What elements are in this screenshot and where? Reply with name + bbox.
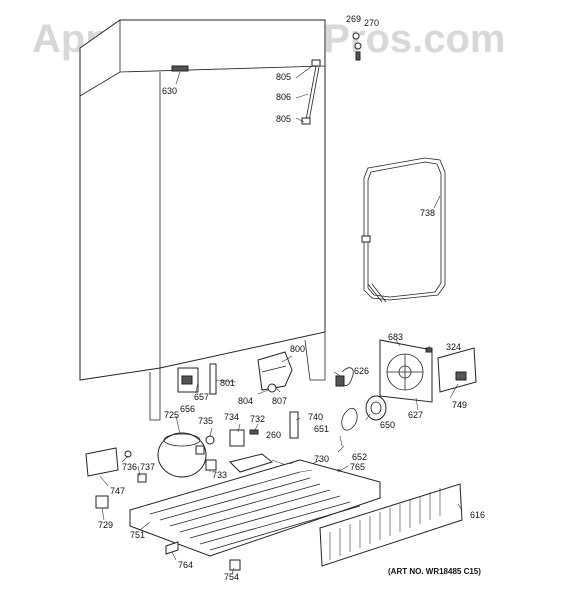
callout-764: 764 <box>178 560 193 570</box>
callout-729: 729 <box>98 520 113 530</box>
part-754 <box>229 559 241 571</box>
callout-733: 733 <box>212 470 227 480</box>
callout-732: 732 <box>250 414 265 424</box>
callout-751: 751 <box>130 530 145 540</box>
callout-616: 616 <box>470 510 485 520</box>
callout-730: 730 <box>314 454 329 464</box>
callout-765: 765 <box>350 462 365 472</box>
callout-747: 747 <box>110 486 125 496</box>
callout-754: 754 <box>224 572 239 582</box>
bracket-747 <box>85 447 119 477</box>
callout-737: 737 <box>140 462 155 472</box>
harness-260 <box>229 453 274 473</box>
callout-806: 806 <box>276 92 291 102</box>
callout-740: 740 <box>308 412 323 422</box>
part-729 <box>95 495 109 509</box>
cabinet <box>79 19 326 421</box>
valve-800 <box>257 351 293 393</box>
compressor-725 <box>157 432 207 478</box>
art-number: (ART NO. WR18485 C15) <box>388 567 481 576</box>
callout-627: 627 <box>408 410 423 420</box>
clip-630 <box>171 65 189 72</box>
base-pan-751 <box>129 459 381 557</box>
part-733 <box>205 459 217 471</box>
drain-tube <box>301 59 321 125</box>
callout-626: 626 <box>354 366 369 376</box>
callout-804: 804 <box>238 396 253 406</box>
grille-616 <box>319 483 463 567</box>
part-764 <box>165 541 179 555</box>
callout-738: 738 <box>420 208 435 218</box>
relay-734 <box>229 429 245 447</box>
bracket-657 <box>177 367 199 393</box>
callout-270: 270 <box>364 18 379 28</box>
leader-lines <box>99 65 463 575</box>
callout-735: 735 <box>198 416 213 426</box>
condenser-loop-738 <box>361 157 446 303</box>
callout-734: 734 <box>224 412 239 422</box>
callout-656: 656 <box>180 404 195 414</box>
callout-749: 749 <box>452 400 467 410</box>
callout-260: 260 <box>266 430 281 440</box>
callout-683: 683 <box>388 332 403 342</box>
callout-630: 630 <box>162 86 177 96</box>
fan-motor-650 <box>341 395 387 431</box>
callout-805-bottom: 805 <box>276 114 291 124</box>
callout-805-top: 805 <box>276 72 291 82</box>
callout-650: 650 <box>380 420 395 430</box>
fan-shroud-627 <box>379 339 433 403</box>
screws-269-270 <box>352 32 362 61</box>
callout-657: 657 <box>194 392 209 402</box>
callout-269: 269 <box>346 14 361 24</box>
part-736 <box>124 450 132 458</box>
part-737 <box>137 473 147 483</box>
callout-807: 807 <box>272 396 287 406</box>
screw-324 <box>425 347 433 353</box>
callout-800: 800 <box>290 344 305 354</box>
callout-324: 324 <box>446 342 461 352</box>
callout-736: 736 <box>122 462 137 472</box>
part-735 <box>205 435 215 445</box>
callout-652: 652 <box>352 452 367 462</box>
part-740 <box>289 411 299 439</box>
strip-801 <box>209 363 217 395</box>
panel-749 <box>437 347 477 393</box>
callout-651: 651 <box>314 424 329 434</box>
callout-725: 725 <box>164 410 179 420</box>
callout-801: 801 <box>220 378 235 388</box>
cord-626 <box>335 367 354 387</box>
